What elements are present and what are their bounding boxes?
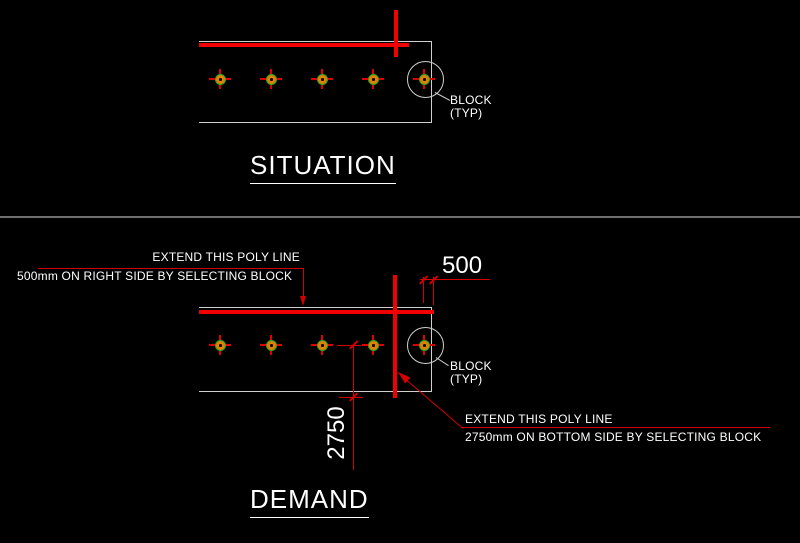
situation-top-polyline[interactable] [199,43,409,47]
block-symbol[interactable] [361,67,385,91]
dim-500-extension-line-1 [423,277,424,303]
demand-block-label: BLOCK (TYP) [450,360,492,386]
section-divider-line [0,216,800,218]
block-symbol[interactable] [208,67,232,91]
block-ring [215,74,226,85]
demand-plate-top-edge [199,307,432,308]
demand-top-note-leader-v [303,268,304,298]
block-label-line2: (TYP) [450,106,483,120]
dim-500-text: 500 [442,252,483,279]
situation-vertical-polyline[interactable] [394,10,398,57]
dim-2750-dimension-line [353,345,354,470]
demand-top-polyline[interactable] [199,310,434,314]
demand-bottom-note-line1: EXTEND THIS POLY LINE [465,412,613,426]
block-ring [266,340,277,351]
block-symbol[interactable] [310,333,334,357]
situation-plate-top-edge [199,41,432,42]
block-ring [317,74,328,85]
dim-2750-extension-top [337,344,361,346]
block-ring [368,74,379,85]
dim-500-dimension-line [420,279,490,280]
block-label-line1: BLOCK [450,93,492,107]
demand-vertical-polyline[interactable] [393,275,397,398]
block-label-line2: (TYP) [450,372,483,386]
situation-block-leader-line [434,92,451,101]
block-symbol[interactable] [310,67,334,91]
demand-top-note-line2: 500mm ON RIGHT SIDE BY SELECTING BLOCK [17,269,293,283]
demand-block-leader-line [435,357,449,367]
situation-plate-bottom-edge [199,122,432,123]
situation-block-label: BLOCK (TYP) [450,94,492,120]
demand-top-note-leader-h [38,268,304,269]
dim-500-extension-line-2 [433,277,434,305]
dim-2750-text: 2750 [323,406,350,460]
block-symbol[interactable] [208,333,232,357]
block-label-line1: BLOCK [450,359,492,373]
demand-plate-bottom-edge [199,391,432,392]
block-symbol[interactable] [259,333,283,357]
block-ring [317,340,328,351]
block-ring [215,340,226,351]
demand-bottom-note-line2: 2750mm ON BOTTOM SIDE BY SELECTING BLOCK [465,430,762,444]
demand-top-note-arrowhead [300,296,306,306]
demand-top-note-line1: EXTEND THIS POLY LINE [152,250,300,264]
situation-block-callout-circle [407,61,444,98]
block-symbol[interactable] [361,333,385,357]
block-symbol[interactable] [259,67,283,91]
block-ring [266,74,277,85]
demand-bottom-note-leader-h [462,427,770,428]
situation-title: SITUATION [250,150,396,184]
block-ring [368,340,379,351]
demand-block-callout-circle [407,327,444,364]
demand-title: DEMAND [250,484,369,518]
